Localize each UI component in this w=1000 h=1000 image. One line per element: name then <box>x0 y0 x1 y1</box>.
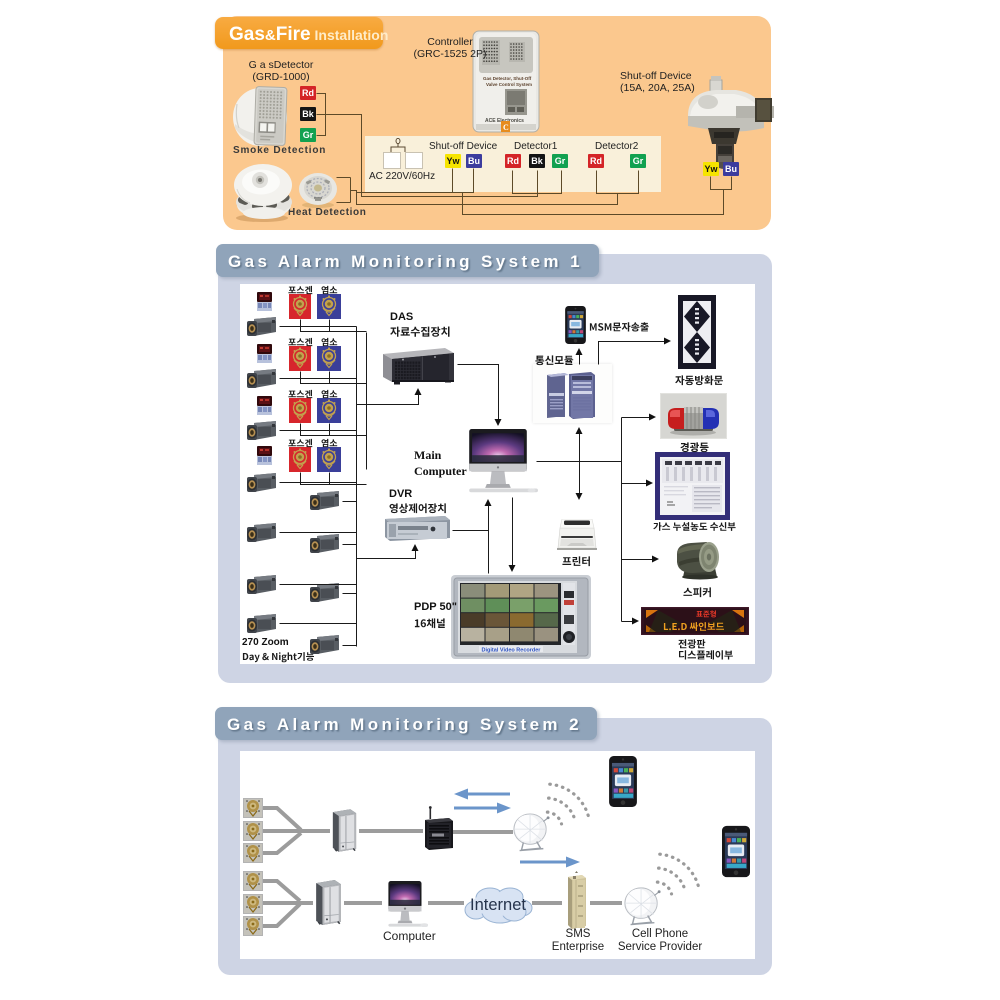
svg-text:Valve Control System: Valve Control System <box>486 82 532 87</box>
svg-text:C: C <box>503 123 509 132</box>
svg-text:Digital Video Recorder: Digital Video Recorder <box>482 648 542 654</box>
svg-text:Gas Detector, Shut-Off: Gas Detector, Shut-Off <box>483 76 532 81</box>
svg-text:Internet: Internet <box>470 896 526 914</box>
